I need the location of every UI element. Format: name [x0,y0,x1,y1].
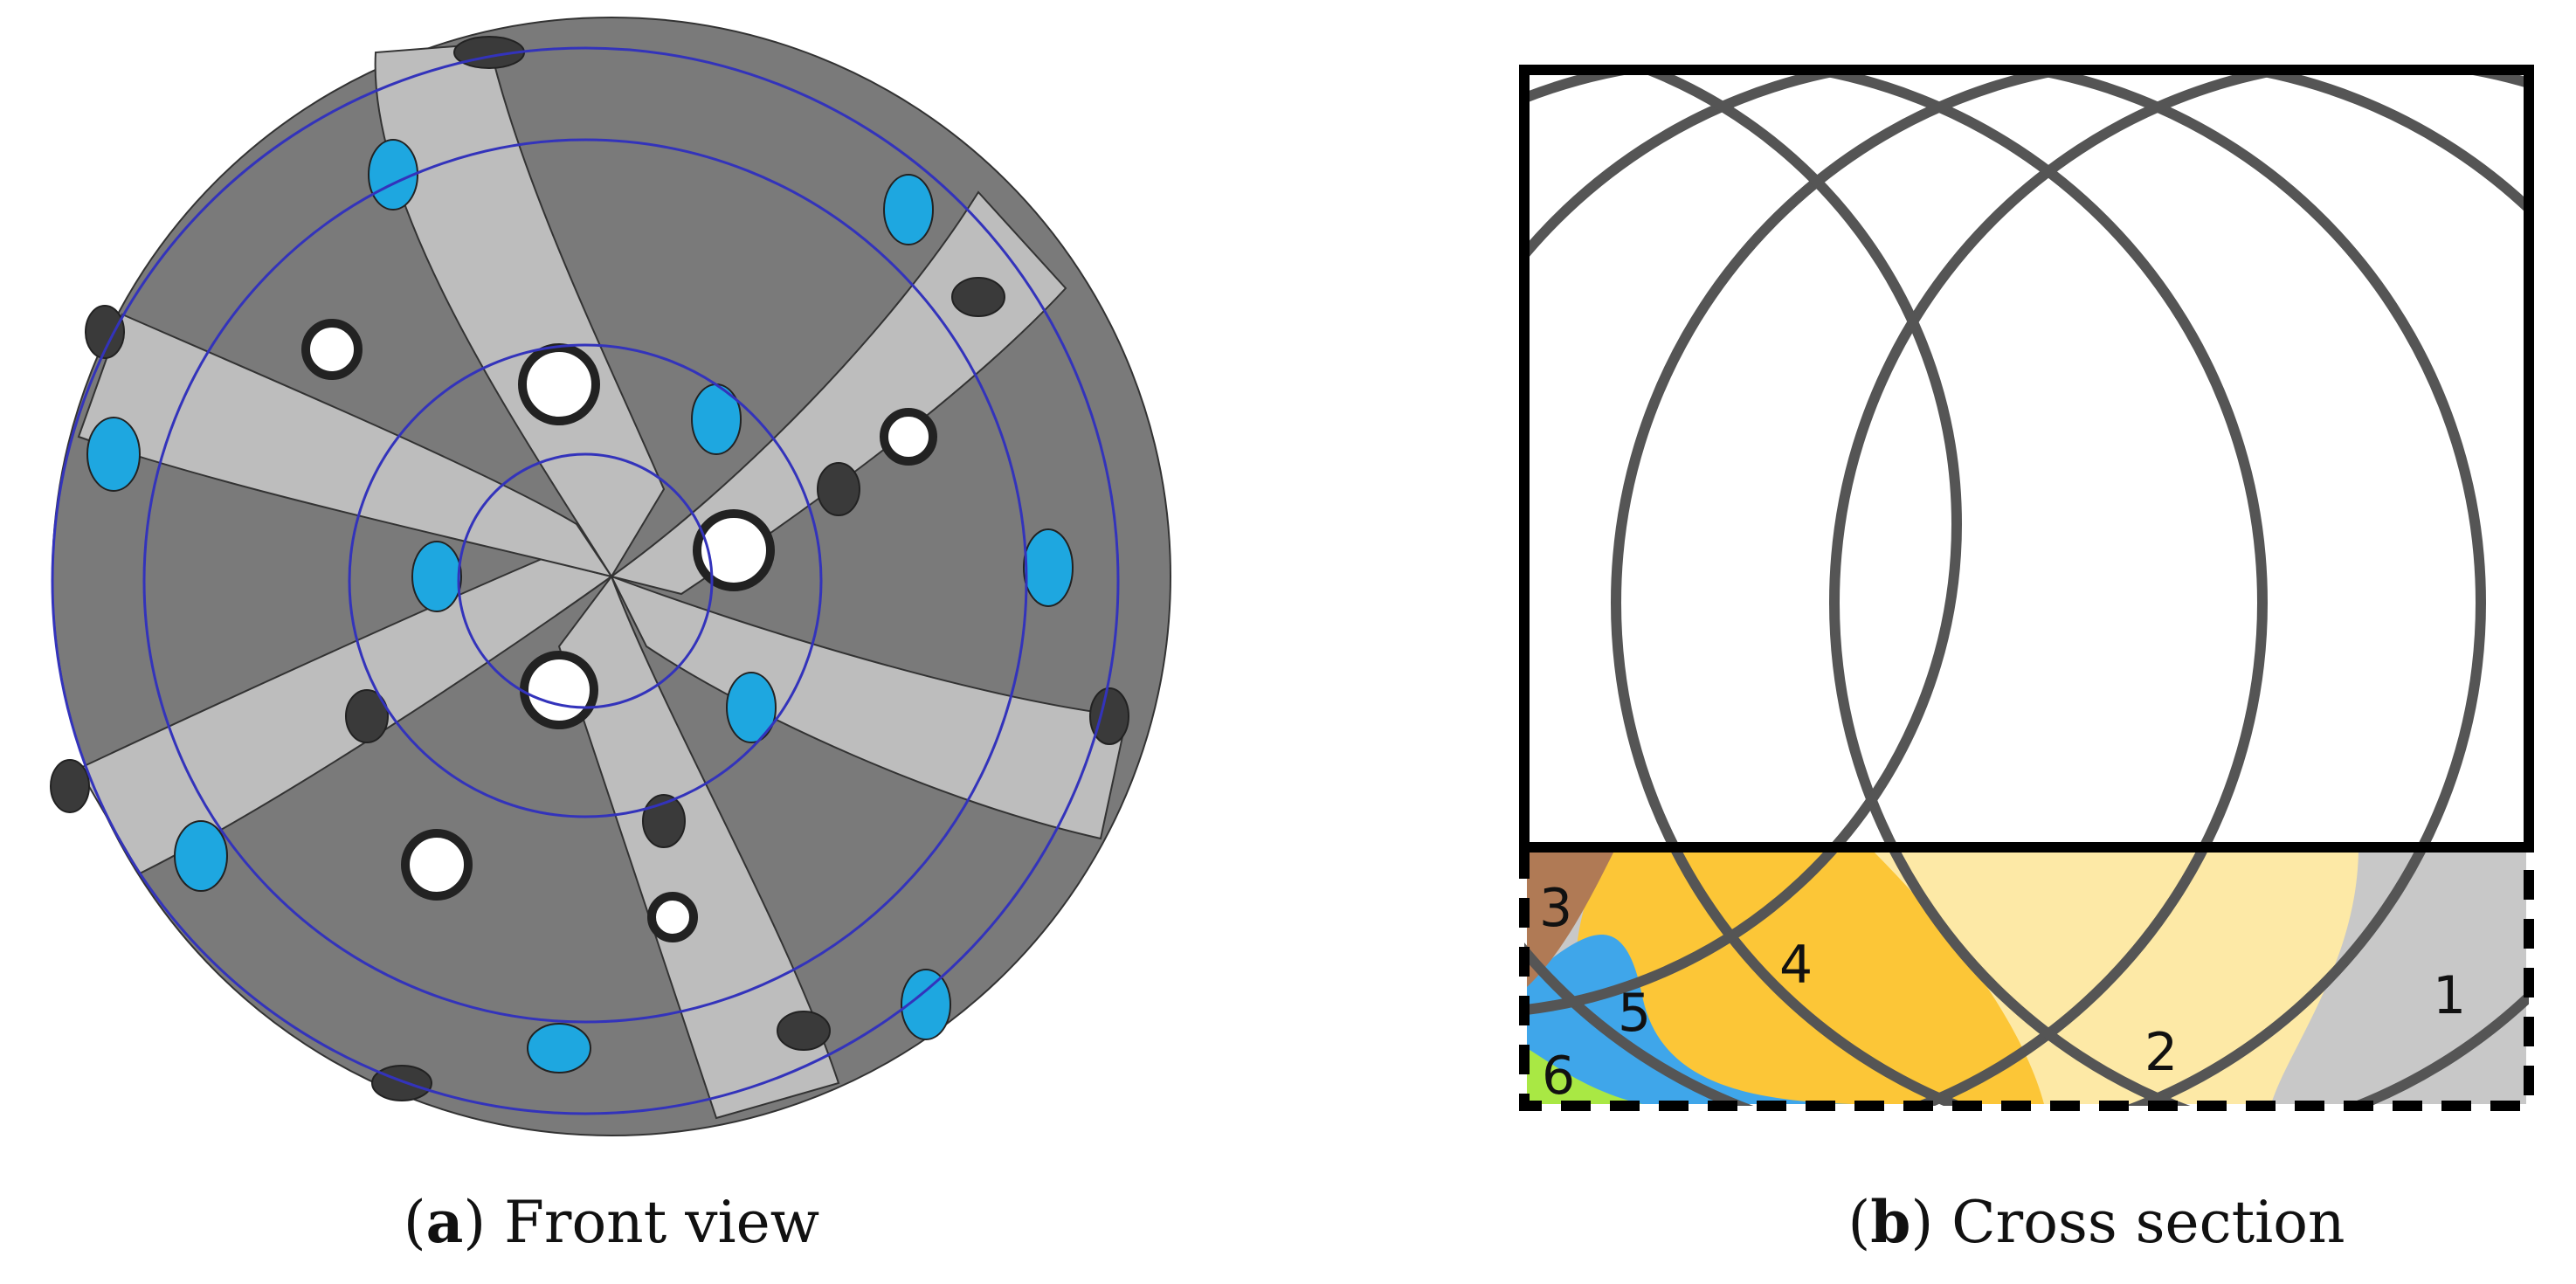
region-6 [1527,1048,1642,1104]
cross-section-panel: 1 2 3 4 5 6 [1485,35,2576,1136]
caption-text-b: Cross section [1933,1189,2345,1256]
cutter-arcs [1524,70,2529,1106]
blade-1 [374,42,666,578]
arc-1 [1524,70,2268,1106]
caption-text-a: Front view [486,1189,820,1256]
region-3 [1527,847,1616,987]
caption-letter-b: b [1870,1188,1911,1256]
cut-regions [1527,847,2526,1104]
section-frame [1519,65,2534,1111]
region-labels: 1 2 3 4 5 6 [1539,878,2466,1107]
arc-5 [1524,70,1962,1016]
region-label-1: 1 [2433,965,2466,1026]
arc-4 [1829,70,2529,1106]
region-label-4: 4 [1779,935,1813,996]
caption-front-view: (a) Front view [403,1188,820,1256]
region-label-6: 6 [1542,1046,1575,1107]
region-label-2: 2 [2144,1022,2178,1083]
front-view-panel [0,0,1240,1162]
region-label-5: 5 [1618,983,1651,1044]
drill-bit-front-view [50,17,1171,1136]
cutters [50,36,1129,1101]
cross-section-diagram: 1 2 3 4 5 6 [1519,65,2534,1111]
caption-letter-a: a [425,1188,464,1256]
cutting-rings [51,46,1120,1115]
arc-2 [1524,70,2486,1106]
region-label-3: 3 [1539,878,1572,939]
arc-3 [1611,70,2529,1106]
nozzles [301,319,937,942]
region-5 [1527,935,1852,1104]
caption-cross-section: (b) Cross section [1847,1188,2345,1256]
